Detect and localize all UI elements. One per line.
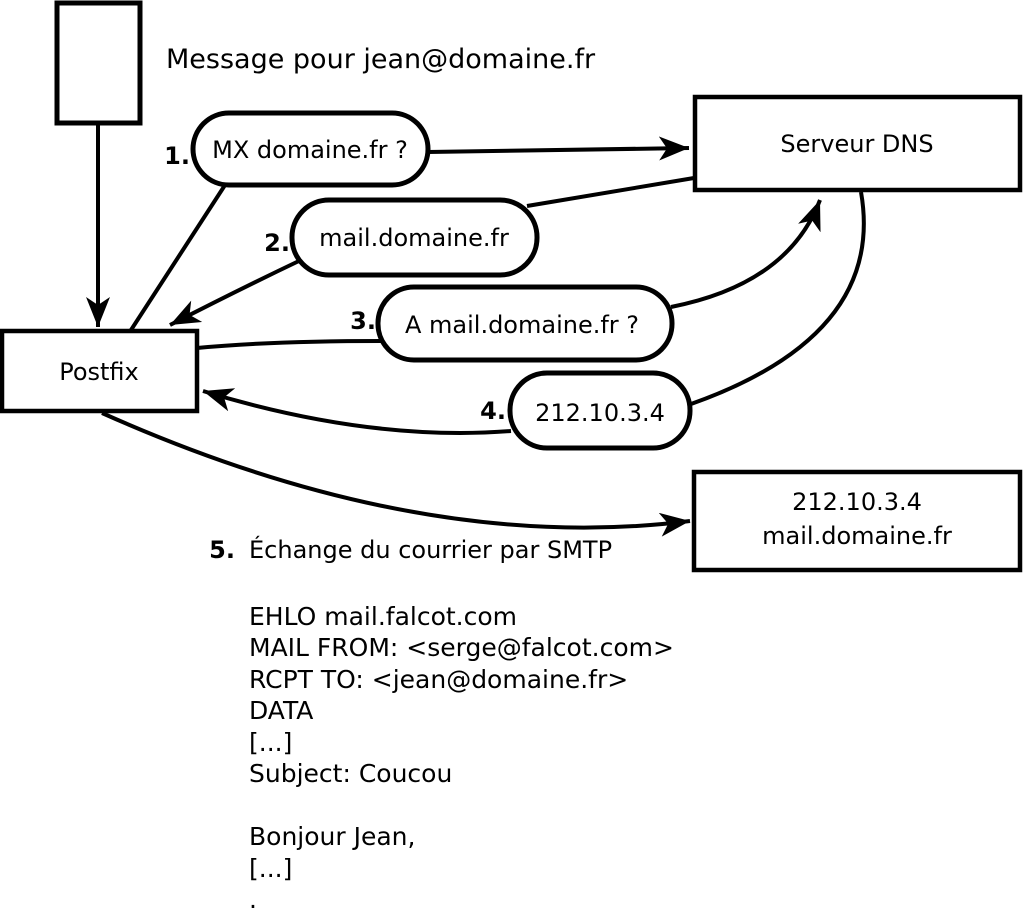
smtp-line: EHLO mail.falcot.com bbox=[249, 602, 517, 631]
smtp-line: [...] bbox=[249, 728, 292, 757]
edge-pill1-to-dns bbox=[427, 136, 690, 161]
step5-label: Échange du courrier par SMTP bbox=[249, 535, 612, 564]
edge-pill2-to-postfix bbox=[169, 258, 302, 327]
smtp-line: RCPT TO: <jean@domaine.fr> bbox=[249, 665, 628, 694]
step4-number: 4. bbox=[480, 397, 506, 425]
smtp-line: DATA bbox=[249, 696, 313, 725]
mailserver-ip-label: 212.10.3.4 bbox=[792, 488, 922, 516]
smtp-line: MAIL FROM: <serge@falcot.com> bbox=[249, 633, 674, 662]
smtp-transcript: EHLO mail.falcot.com MAIL FROM: <serge@f… bbox=[249, 602, 674, 914]
edge-postfix-to-mailserver bbox=[101, 411, 691, 537]
step3-number: 3. bbox=[350, 307, 376, 335]
pill-a-response-label: 212.10.3.4 bbox=[535, 399, 665, 427]
pill-mx-query-label: MX domaine.fr ? bbox=[212, 136, 408, 164]
mailserver-node bbox=[691, 469, 1023, 573]
mailserver-host-label: mail.domaine.fr bbox=[762, 522, 952, 550]
edge-pill4-to-postfix bbox=[202, 388, 512, 435]
edge-postfix-to-pill3 bbox=[196, 339, 383, 350]
postfix-node-label: Postfix bbox=[59, 358, 139, 386]
edge-dns-to-pill2 bbox=[526, 176, 695, 208]
pill-mx-query bbox=[190, 110, 431, 188]
dns-server-node bbox=[692, 94, 1023, 193]
edge-postfix-to-pill1 bbox=[129, 180, 229, 332]
smtp-line: Subject: Coucou bbox=[249, 759, 452, 788]
pill-mx-response bbox=[289, 197, 540, 278]
step5-number: 5. bbox=[209, 536, 235, 564]
postfix-node bbox=[0, 328, 200, 414]
step2-number: 2. bbox=[264, 229, 290, 257]
dns-server-label: Serveur DNS bbox=[780, 130, 933, 158]
edge-pill3-to-dns bbox=[670, 199, 822, 309]
pill-a-query-label: A mail.domaine.fr ? bbox=[405, 311, 639, 339]
step1-number: 1. bbox=[164, 142, 190, 170]
message-node bbox=[54, 0, 143, 126]
pill-mx-response-label: mail.domaine.fr bbox=[319, 224, 509, 252]
smtp-line: [...] bbox=[249, 854, 292, 883]
edge-dns-to-pill4 bbox=[690, 191, 866, 406]
pill-a-response bbox=[507, 370, 693, 451]
smtp-line: . bbox=[249, 885, 257, 914]
diagram-title: Message pour jean@domaine.fr bbox=[166, 44, 596, 75]
smtp-line: Bonjour Jean, bbox=[249, 822, 415, 851]
pill-a-query bbox=[375, 284, 675, 363]
